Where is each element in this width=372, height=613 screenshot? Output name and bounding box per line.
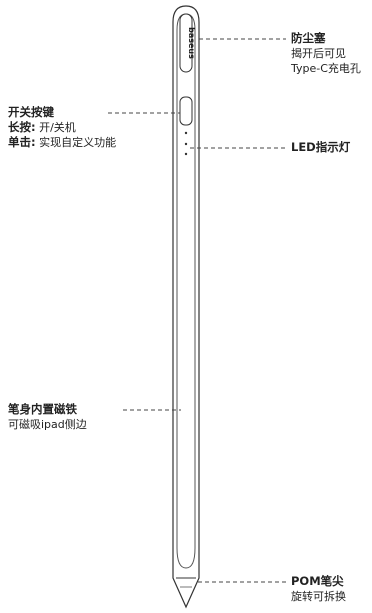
magnet-line1: 可磁吸ipad侧边 — [8, 418, 87, 431]
brand-logo: baseus — [187, 27, 196, 59]
long-press-key: 长按: — [8, 120, 36, 134]
tip-line1: 旋转可拆换 — [291, 590, 346, 603]
dust-plug-line1: 揭开后可见 — [291, 47, 346, 60]
single-click-value: 实现自定义功能 — [35, 136, 117, 149]
label-tip: POM笔尖 旋转可拆换 — [291, 574, 346, 604]
stylus-body — [172, 5, 200, 609]
led-dot — [184, 131, 188, 135]
label-magnet: 笔身内置磁铁 可磁吸ipad侧边 — [8, 402, 87, 432]
led-dot — [184, 152, 188, 156]
led-dot — [184, 142, 188, 146]
led-title: LED指示灯 — [291, 140, 351, 154]
dust-plug-title: 防尘塞 — [291, 31, 326, 45]
label-power-button: 开关按键 长按: 开/关机 单击: 实现自定义功能 — [8, 105, 116, 150]
dust-plug — [179, 13, 193, 73]
label-led: LED指示灯 — [291, 140, 350, 155]
single-click-key: 单击: — [8, 135, 36, 149]
magnet-title: 笔身内置磁铁 — [8, 402, 77, 416]
label-dust-plug: 防尘塞 揭开后可见 Type-C充电孔 — [291, 31, 361, 76]
dust-plug-line2: Type-C充电孔 — [291, 62, 361, 75]
single-click-row: 单击: 实现自定义功能 — [8, 135, 116, 150]
long-press-value: 开/关机 — [35, 121, 76, 134]
long-press-row: 长按: 开/关机 — [8, 120, 116, 135]
power-button — [179, 96, 193, 126]
tip-title: POM笔尖 — [291, 574, 344, 588]
power-button-title: 开关按键 — [8, 105, 54, 119]
